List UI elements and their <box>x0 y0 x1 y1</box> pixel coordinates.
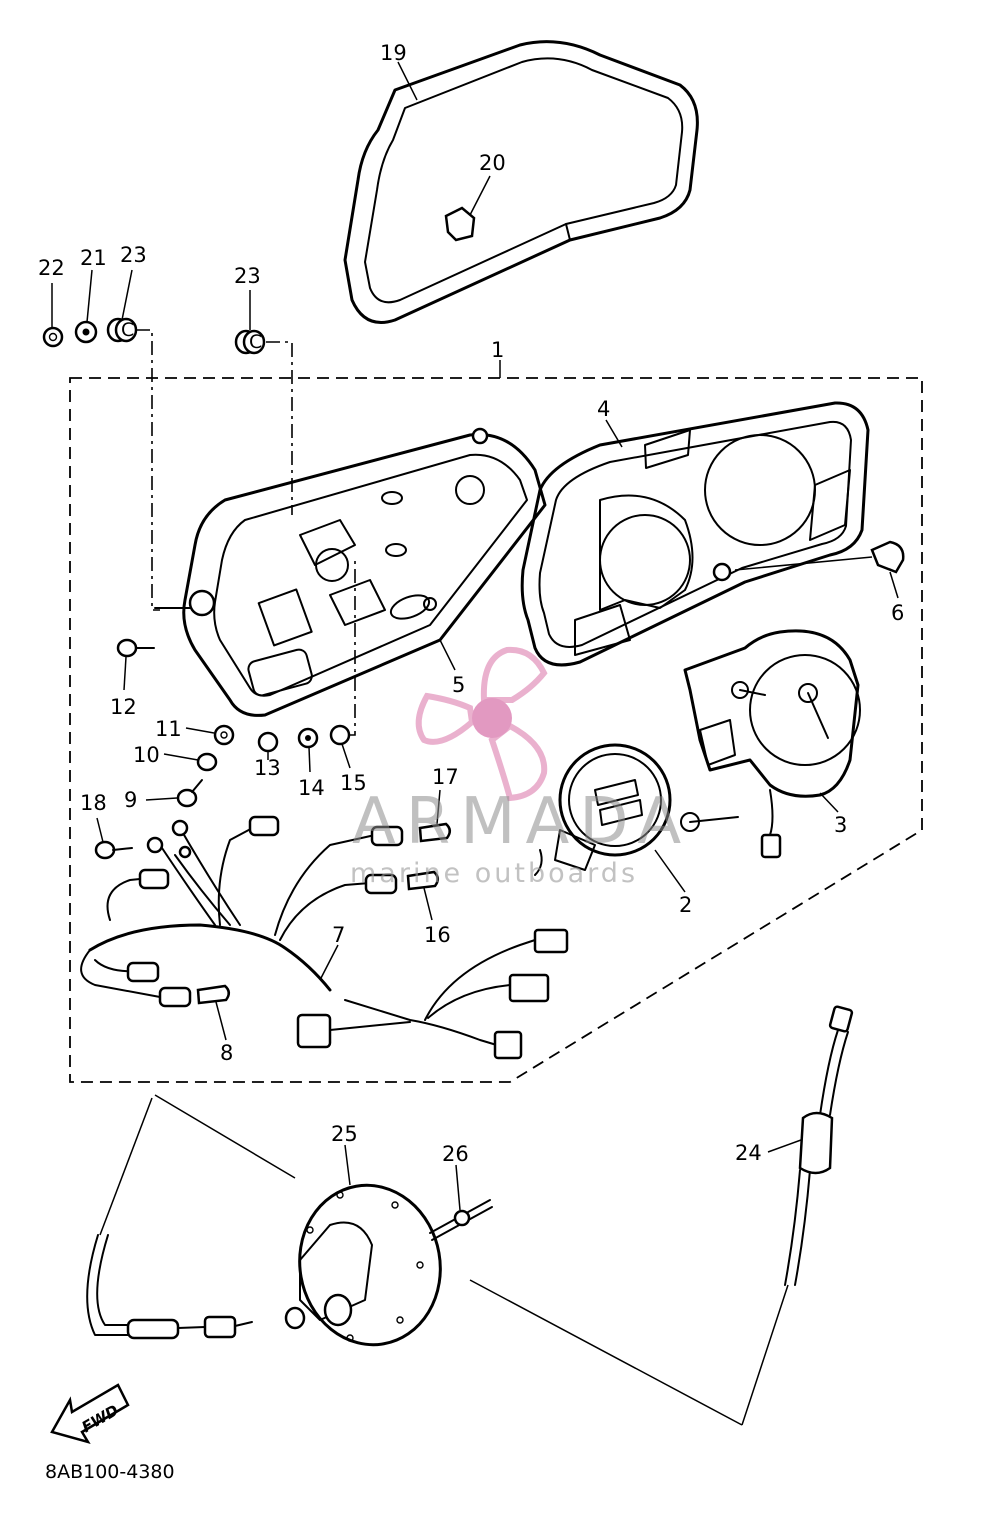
part-10-collar <box>196 752 218 772</box>
part-3-gauge <box>683 629 861 859</box>
part-7-wire-harness <box>80 815 569 1060</box>
part-23-grommet-b: C <box>234 329 266 355</box>
assembly-boundary <box>69 377 923 1083</box>
callout-21: 21 <box>80 246 107 270</box>
callout-7: 7 <box>332 923 345 947</box>
callout-24: 24 <box>735 1141 762 1165</box>
part-18-screw <box>94 840 133 860</box>
callout-16: 16 <box>424 923 451 947</box>
part-24-cable <box>784 1005 854 1286</box>
lower-cable-assembly <box>86 1234 253 1340</box>
callout-13: 13 <box>254 756 281 780</box>
part-11-nut <box>213 724 235 746</box>
part-25-gear-unit <box>284 1183 442 1347</box>
part-19-meter-lens <box>343 40 699 324</box>
part-13-washer <box>257 731 279 753</box>
callout-8: 8 <box>220 1041 233 1065</box>
callout-22: 22 <box>38 256 65 280</box>
callout-4: 4 <box>597 397 610 421</box>
callout-1: 1 <box>491 338 504 362</box>
part-26-pin <box>429 1199 493 1241</box>
part-12-screw <box>116 638 155 658</box>
callout-5: 5 <box>452 673 465 697</box>
svg-text:C: C <box>249 331 262 353</box>
part-9-screw <box>176 779 203 808</box>
callout-23-b: 23 <box>234 264 261 288</box>
part-16-bulb <box>406 870 439 891</box>
part-2-speedometer <box>534 743 739 876</box>
callout-2: 2 <box>679 893 692 917</box>
callout-11: 11 <box>155 717 182 741</box>
callouts: 1 2 3 4 5 6 7 8 9 10 11 12 13 14 15 16 1… <box>38 41 904 1166</box>
callout-14: 14 <box>298 776 325 800</box>
part-15-nut <box>329 724 351 746</box>
callout-23: 23 <box>120 243 147 267</box>
part-code: 8AB100-4380 <box>45 1461 175 1483</box>
callout-25: 25 <box>331 1122 358 1146</box>
callout-10: 10 <box>133 743 160 767</box>
armada-watermark: ARMADA marine outboards <box>350 646 691 889</box>
part-22-nut <box>42 326 64 348</box>
watermark-brand: ARMADA <box>352 785 691 859</box>
propeller-logo-icon <box>415 646 548 802</box>
part-4-face-plate <box>520 401 870 667</box>
part-21-washer <box>74 320 98 344</box>
callout-17: 17 <box>432 765 459 789</box>
part-6-bulb <box>734 540 905 574</box>
callout-19: 19 <box>380 41 407 65</box>
callout-3: 3 <box>834 813 847 837</box>
part-23-grommet: C <box>106 317 138 343</box>
callout-15: 15 <box>340 771 367 795</box>
svg-text:C: C <box>121 319 134 341</box>
part-17-bulb <box>418 822 451 843</box>
fwd-arrow-icon: FWD <box>50 1383 130 1445</box>
callout-12: 12 <box>110 695 137 719</box>
callout-20: 20 <box>479 151 506 175</box>
callout-26: 26 <box>442 1142 469 1166</box>
watermark-tagline: marine outboards <box>350 858 638 889</box>
part-14-washer <box>297 727 319 749</box>
part-8-bulb <box>196 984 230 1005</box>
callout-6: 6 <box>891 601 904 625</box>
part-5-lower-case <box>154 427 547 717</box>
callout-18: 18 <box>80 791 107 815</box>
callout-9: 9 <box>124 788 137 812</box>
